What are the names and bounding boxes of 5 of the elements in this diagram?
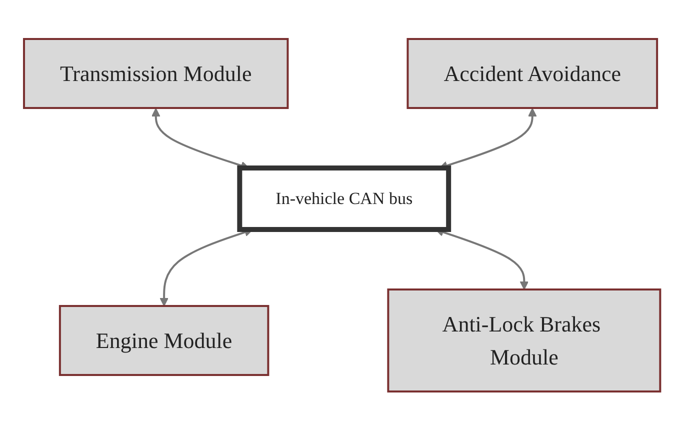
node-box: Accident Avoidance [407, 38, 658, 109]
node-box: Anti-Lock Brakes Module [388, 288, 662, 392]
node-box: Transmission Module [23, 38, 290, 109]
node-box: In-vehicle CAN bus [238, 165, 452, 232]
node-box: Engine Module [59, 304, 270, 376]
